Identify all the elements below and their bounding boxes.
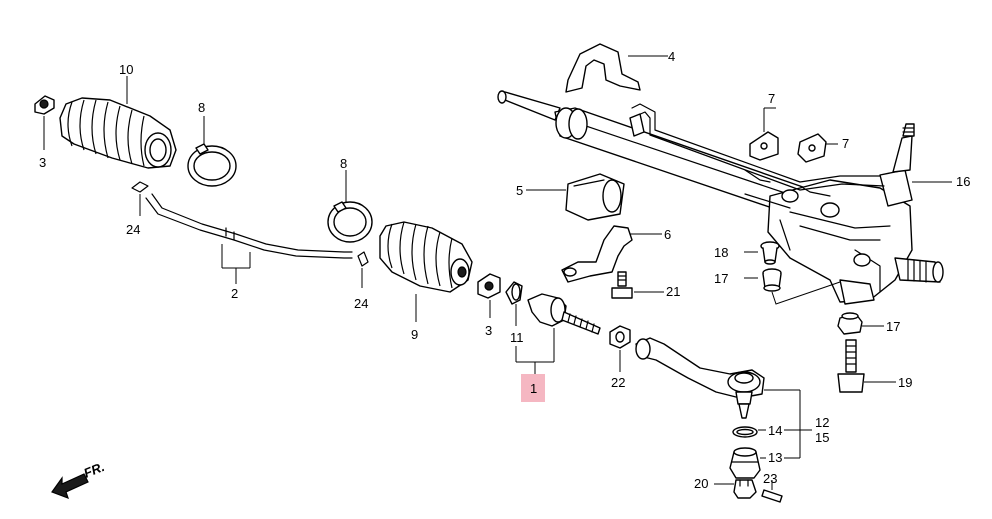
front-arrow-icon <box>51 473 89 500</box>
part-22-jam-nut: 22 <box>609 325 631 390</box>
front-direction-indicator: FR. <box>51 459 107 500</box>
callout-19: 19 <box>898 375 912 390</box>
part-20-castle-nut: 20 <box>694 476 757 499</box>
part-18-mount-cushion: 18 <box>714 241 780 265</box>
callout-11: 11 <box>510 330 524 345</box>
part-23-cotter-pin: 23 <box>761 471 783 503</box>
front-direction-label: FR. <box>82 459 107 481</box>
part-6-mounting-bracket-lower: 6 <box>561 225 671 283</box>
callout-8a: 8 <box>198 100 205 115</box>
part-3-bellows-band-nut-right: 3 <box>477 273 501 338</box>
part-2-breather-tube: 2 <box>145 193 353 301</box>
part-7-line-clamp-b: 7 <box>797 133 849 163</box>
part-5-rack-bushing: 5 <box>516 173 625 221</box>
callout-3b: 3 <box>485 323 492 338</box>
callout-14: 14 <box>768 423 782 438</box>
part-1-tie-rod <box>527 293 601 335</box>
part-14-dust-seal-clip: 14 <box>732 423 782 438</box>
callout-8b: 8 <box>340 156 347 171</box>
callout-17a: 17 <box>714 271 728 286</box>
callout-15: 15 <box>815 430 829 445</box>
part-17-mount-cushion-upper: 17 <box>714 268 841 305</box>
callout-23: 23 <box>763 471 777 486</box>
callout-2: 2 <box>231 286 238 301</box>
callout-5: 5 <box>516 183 523 198</box>
callout-10: 10 <box>119 62 133 77</box>
highlight-box <box>521 374 545 402</box>
part-17-mount-nut-lower: 17 <box>837 312 900 335</box>
part-8-boot-band-left: 8 <box>187 100 237 187</box>
callout-6: 6 <box>664 227 671 242</box>
part-3-bellows-band-nut-left: 3 <box>34 95 55 170</box>
callout-22: 22 <box>611 375 625 390</box>
steering-gearbox-housing <box>497 90 944 305</box>
part-10-steering-boot-left: 10 <box>59 62 177 169</box>
part-8-boot-band-middle: 8 <box>327 156 373 243</box>
callout-24b: 24 <box>354 296 368 311</box>
callout-4: 4 <box>668 49 675 64</box>
tie-rod-end <box>635 337 765 419</box>
callout-3a: 3 <box>39 155 46 170</box>
callout-12: 12 <box>815 415 829 430</box>
part-13-ball-joint-boot: 13 <box>729 447 782 479</box>
callout-21: 21 <box>666 284 680 299</box>
part-11-lock-washer <box>505 281 523 305</box>
callout-18: 18 <box>714 245 728 260</box>
part-24-tube-clip-left: 24 <box>126 181 149 237</box>
part-4-mounting-bracket-upper: 4 <box>565 43 675 93</box>
part-7-line-clamp-a: 7 <box>749 91 779 161</box>
callout-1: 1 <box>530 381 537 396</box>
callout-7b: 7 <box>842 136 849 151</box>
part-24-tube-clip-middle: 24 <box>354 251 369 311</box>
callout-24a: 24 <box>126 222 140 237</box>
part-19-mounting-bolt: 19 <box>837 339 912 393</box>
part-9-steering-boot-right: 9 <box>379 221 473 342</box>
callout-16: 16 <box>956 174 970 189</box>
callout-7a: 7 <box>768 91 775 106</box>
callout-13: 13 <box>768 450 782 465</box>
part-21-flange-bolt: 21 <box>611 271 680 299</box>
callout-20: 20 <box>694 476 708 491</box>
part-1-highlight-callout: 1 <box>521 374 545 402</box>
callout-9: 9 <box>411 327 418 342</box>
callout-17b: 17 <box>886 319 900 334</box>
